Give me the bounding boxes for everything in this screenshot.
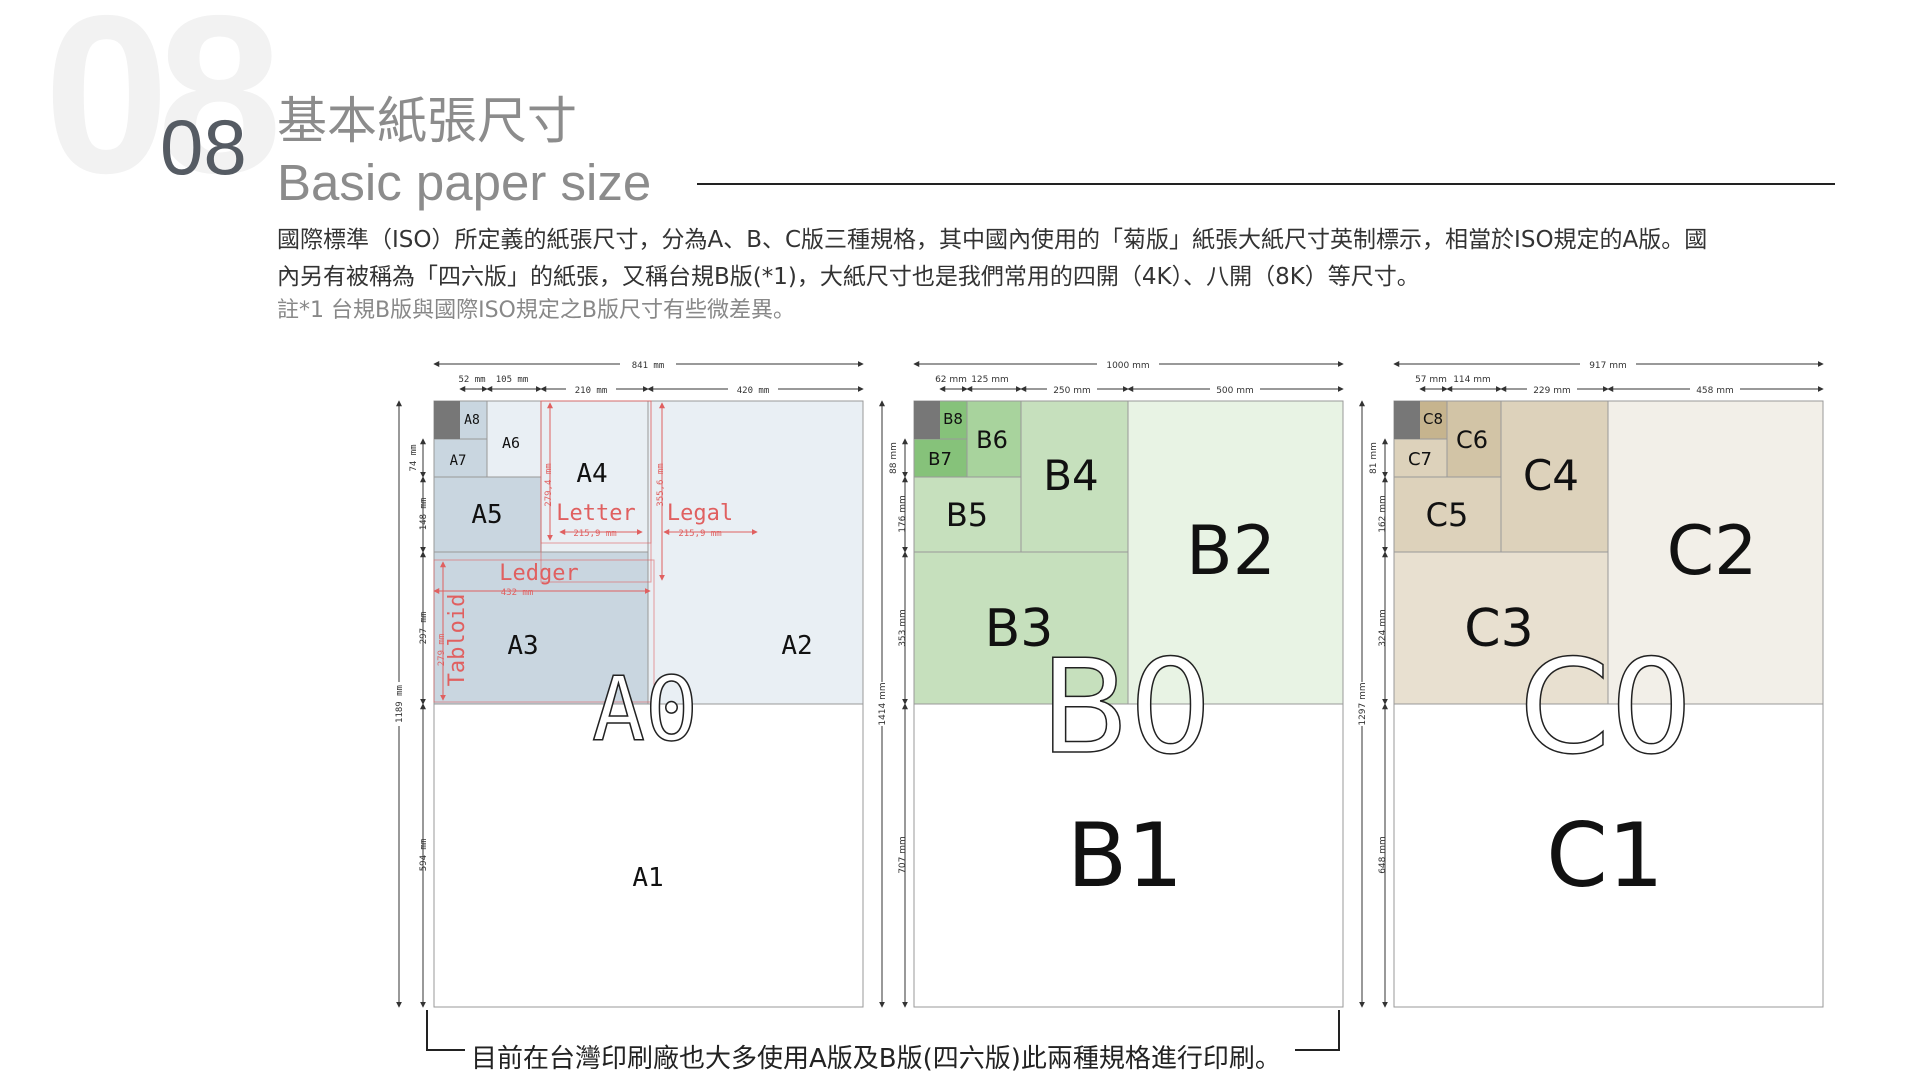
label-c0: C0 — [1519, 631, 1692, 783]
c-series-diagram: C8 C7 C6 C5 C4 C3 C2 C1 C0 917 mm 57 mm … — [1355, 357, 1824, 1008]
b-width-4: 500 mm — [1216, 386, 1254, 396]
label-a8: A8 — [464, 413, 480, 428]
a-total-height: 1189 mm — [395, 685, 405, 723]
label-legal: Legal — [667, 501, 733, 526]
a-width-2: 105 mm — [496, 375, 529, 385]
label-c6: C6 — [1456, 426, 1488, 454]
section-number: 08 — [160, 103, 247, 191]
label-c3: C3 — [1464, 599, 1533, 659]
a-series-diagram: A8 A7 A6 A5 A4 A3 A2 A1 A0 Letter Legal … — [392, 357, 864, 1008]
a-width-1: 52 mm — [458, 375, 485, 385]
label-ledger: Ledger — [499, 561, 578, 586]
footnote: 註*1 台規B版與國際ISO規定之B版尺寸有些微差異。 — [277, 298, 795, 323]
ledger-width: 432 mm — [501, 588, 534, 598]
letter-height: 279,4 mm — [544, 463, 554, 506]
label-letter: Letter — [556, 501, 635, 526]
letter-width: 215,9 mm — [573, 529, 616, 539]
intro-line-1: 國際標準（ISO）所定義的紙張尺寸，分為A、B、C版三種規格，其中國內使用的「菊… — [277, 227, 1708, 253]
a-width-3: 210 mm — [575, 386, 608, 396]
label-a5: A5 — [471, 500, 502, 530]
page-title-english: Basic paper size — [277, 154, 652, 211]
b-height-2: 176 mm — [898, 495, 908, 533]
b-height-1: 88 mm — [889, 442, 899, 474]
label-c2: C2 — [1667, 512, 1758, 591]
c-height-4: 648 mm — [1378, 836, 1388, 874]
label-tabloid: Tabloid — [445, 594, 470, 687]
a-height-4: 594 mm — [419, 839, 429, 872]
label-b2: B2 — [1186, 512, 1276, 591]
label-c4: C4 — [1523, 451, 1579, 500]
label-c7: C7 — [1408, 449, 1432, 470]
label-b6: B6 — [976, 426, 1008, 454]
c-corner-block — [1394, 401, 1420, 439]
a-height-3: 297 mm — [419, 612, 429, 645]
label-a4: A4 — [576, 459, 607, 489]
label-a7: A7 — [450, 453, 467, 469]
caption-bracket — [426, 1010, 1340, 1051]
title-divider-line — [697, 183, 1835, 185]
legal-outline — [540, 400, 652, 583]
label-b4: B4 — [1043, 451, 1099, 500]
label-b8: B8 — [943, 410, 963, 428]
b-total-height: 1414 mm — [878, 682, 888, 725]
a-corner-block — [434, 401, 460, 439]
label-b1: B1 — [1067, 804, 1183, 907]
b-total-width: 1000 mm — [1106, 361, 1149, 371]
c-height-1: 81 mm — [1369, 442, 1379, 474]
b-height-3: 353 mm — [898, 609, 908, 647]
b-height-4: 707 mm — [898, 836, 908, 874]
background-section-number: 08 — [44, 0, 282, 220]
c-width-3: 229 mm — [1533, 386, 1571, 396]
label-c8: C8 — [1423, 410, 1443, 428]
c-width-2: 114 mm — [1453, 375, 1491, 385]
b-width-1: 62 mm — [935, 375, 967, 385]
a-total-width: 841 mm — [632, 361, 665, 371]
c-total-height: 1297 mm — [1358, 682, 1368, 725]
label-c1: C1 — [1546, 804, 1663, 907]
label-a1: A1 — [632, 863, 663, 893]
b-width-2: 125 mm — [971, 375, 1009, 385]
b-corner-block — [914, 401, 940, 439]
legal-width: 215,9 mm — [678, 529, 721, 539]
ledger-outline — [433, 559, 655, 703]
a-height-1: 74 mm — [409, 444, 419, 471]
label-a6: A6 — [502, 434, 520, 452]
c-height-2: 162 mm — [1378, 495, 1388, 533]
label-a3: A3 — [507, 631, 538, 661]
c-total-width: 917 mm — [1589, 361, 1627, 371]
label-b3: B3 — [985, 599, 1054, 659]
label-a0: A0 — [592, 658, 698, 761]
c-width-4: 458 mm — [1696, 386, 1734, 396]
legal-height: 355,6 mm — [656, 463, 666, 506]
intro-line-2: 內另有被稱為「四六版」的紙張，又稱台規B版(*1)，大紙尺寸也是我們常用的四開（… — [277, 264, 1420, 290]
bottom-caption: 目前在台灣印刷廠也大多使用A版及B版(四六版)此兩種規格進行印刷。 — [465, 1038, 1287, 1075]
label-b7: B7 — [928, 449, 952, 470]
label-b0: B0 — [1040, 631, 1212, 783]
a-width-4: 420 mm — [737, 386, 770, 396]
tabloid-height: 279 mm — [437, 634, 447, 667]
a-height-2: 148 mm — [419, 498, 429, 531]
b-width-3: 250 mm — [1053, 386, 1091, 396]
intro-paragraph: 國際標準（ISO）所定義的紙張尺寸，分為A、B、C版三種規格，其中國內使用的「菊… — [277, 222, 1857, 296]
label-c5: C5 — [1426, 496, 1469, 534]
page-title-chinese: 基本紙張尺寸 — [277, 92, 577, 150]
label-b5: B5 — [946, 496, 988, 534]
b-series-diagram: B8 B7 B6 B5 B4 B3 B2 B1 B0 1000 mm 62 mm… — [875, 357, 1344, 1008]
label-a2: A2 — [781, 631, 812, 661]
c-width-1: 57 mm — [1415, 375, 1447, 385]
c-height-3: 324 mm — [1378, 609, 1388, 647]
